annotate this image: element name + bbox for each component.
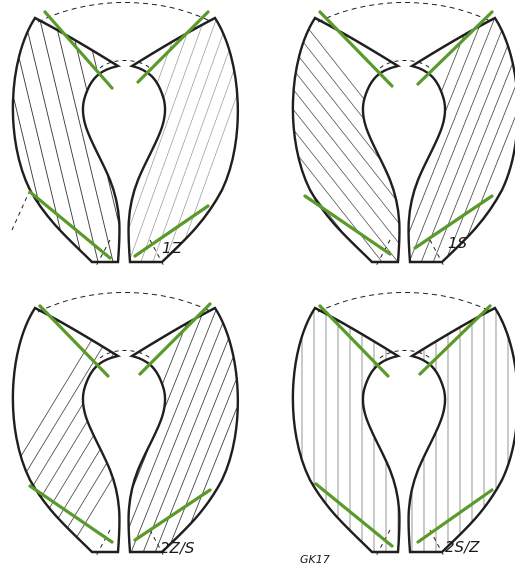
hatch-right-lobe [370, 20, 515, 270]
panel-bottom-left: 2Z/S [0, 293, 276, 561]
dashed-center-arc [380, 61, 430, 69]
side-label: GK17 [300, 553, 330, 566]
outline-right-lobe [408, 308, 515, 552]
panel-top-left: 1Z [0, 3, 264, 271]
panel-top-right: 1S [270, 0, 515, 330]
panel-label: 1S [448, 234, 468, 252]
hatch-left-lobe [0, 310, 215, 540]
outline-left-lobe [13, 308, 120, 552]
panel-label: 1Z [162, 239, 183, 257]
outline-right-lobe [128, 18, 237, 262]
outline-left-lobe [293, 308, 400, 552]
dashed-top-arc [318, 3, 492, 23]
panel-label: 2Z/S [160, 539, 195, 557]
dashed-top-arc [38, 293, 212, 313]
outline-right-lobe [408, 18, 515, 262]
dashed-center-arc [100, 351, 150, 359]
outline-right-lobe [128, 308, 237, 552]
dashed-top-arc [318, 293, 492, 313]
hatch-right-lobe [90, 20, 264, 270]
panel-bottom-right: 2S/Z [290, 293, 515, 571]
hatch-left-lobe [0, 20, 145, 270]
dashed-lower-left [12, 190, 30, 230]
dashed-top-arc [38, 3, 212, 23]
panel-label: 2S/Z [445, 538, 480, 556]
hatch-left-lobe [290, 300, 398, 570]
outline-left-lobe [13, 18, 120, 262]
hatch-left-lobe [270, 0, 420, 330]
green-accent-lines [316, 306, 492, 546]
dashed-center-arc [100, 61, 150, 69]
dashed-center-arc [380, 351, 430, 359]
